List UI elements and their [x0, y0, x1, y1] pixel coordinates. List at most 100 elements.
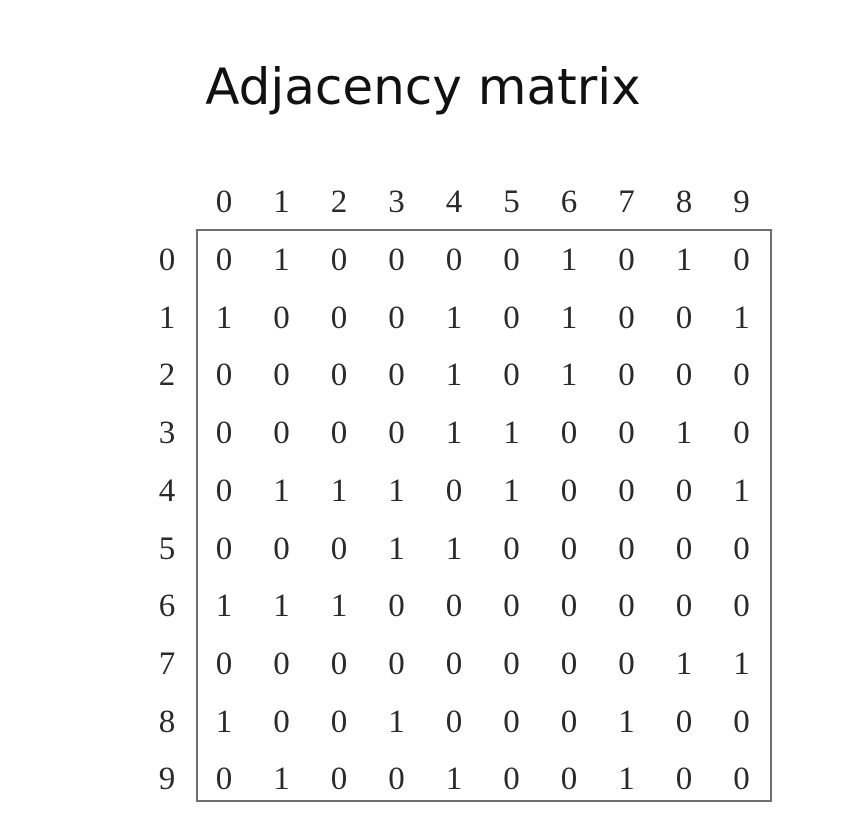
matrix-cell: 0: [618, 588, 635, 625]
matrix-cell: 0: [618, 415, 635, 452]
matrix-cell: 0: [330, 530, 348, 567]
matrix-cell: 1: [445, 530, 463, 567]
matrix-cell: 0: [215, 472, 233, 509]
matrix-cell: 0: [273, 357, 290, 394]
matrix-cell: 0: [445, 645, 463, 682]
column-label: 7: [618, 184, 635, 220]
matrix-cell: 0: [273, 645, 290, 682]
row-label: 5: [158, 530, 176, 567]
matrix-cell: 0: [733, 530, 750, 567]
matrix-frame: [196, 229, 772, 802]
matrix-cell: 0: [733, 357, 750, 394]
matrix-cell: 0: [560, 645, 578, 682]
matrix-cell: 1: [445, 415, 463, 452]
matrix-cell: 0: [388, 242, 405, 278]
matrix-cell: 0: [215, 242, 233, 278]
matrix-cell: 1: [330, 588, 348, 625]
matrix-cell: 1: [273, 242, 290, 278]
matrix-cell: 0: [503, 703, 520, 740]
matrix-cell: 0: [733, 415, 750, 452]
matrix-cell: 0: [445, 242, 463, 278]
matrix-cell: 1: [215, 703, 233, 740]
matrix-cell: 0: [503, 588, 520, 625]
matrix-cell: 1: [273, 761, 290, 798]
matrix-cell: 1: [733, 299, 750, 336]
matrix-cell: 0: [733, 703, 750, 740]
matrix-cell: 0: [330, 415, 348, 452]
matrix-cell: 1: [388, 703, 405, 740]
matrix-cell: 1: [388, 472, 405, 509]
diagram-title: Adjacency matrix: [205, 58, 641, 116]
matrix-cell: 0: [618, 357, 635, 394]
matrix-cell: 0: [388, 299, 405, 336]
matrix-cell: 1: [618, 761, 635, 798]
matrix-cell: 0: [273, 703, 290, 740]
matrix-cell: 0: [503, 299, 520, 336]
column-label: 5: [503, 184, 520, 220]
row-label: 2: [158, 357, 176, 394]
column-label: 0: [215, 184, 233, 220]
matrix-cell: 0: [445, 703, 463, 740]
matrix-cell: 0: [273, 415, 290, 452]
matrix-cell: 0: [618, 242, 635, 278]
row-label: 3: [158, 415, 176, 452]
matrix-cell: 0: [215, 357, 233, 394]
matrix-cell: 0: [388, 357, 405, 394]
matrix-cell: 0: [330, 645, 348, 682]
matrix-cell: 0: [330, 761, 348, 798]
matrix-cell: 0: [273, 530, 290, 567]
matrix-cell: 1: [330, 472, 348, 509]
matrix-cell: 1: [273, 472, 290, 509]
matrix-cell: 1: [445, 357, 463, 394]
matrix-cell: 0: [503, 357, 520, 394]
column-label: 8: [675, 184, 693, 220]
matrix-cell: 0: [330, 703, 348, 740]
matrix-cell: 0: [560, 472, 578, 509]
matrix-cell: 0: [675, 761, 693, 798]
matrix-cell: 1: [388, 530, 405, 567]
row-label: 0: [158, 242, 176, 278]
row-label: 7: [158, 645, 176, 682]
matrix-cell: 0: [445, 588, 463, 625]
matrix-cell: 0: [733, 242, 750, 278]
matrix-cell: 0: [733, 761, 750, 798]
column-label: 2: [330, 184, 348, 220]
matrix-cell: 1: [560, 242, 578, 278]
row-label: 8: [158, 703, 176, 740]
matrix-cell: 0: [560, 588, 578, 625]
matrix-cell: 0: [215, 415, 233, 452]
column-label: 3: [388, 184, 405, 220]
matrix-cell: 1: [560, 357, 578, 394]
matrix-cell: 0: [675, 530, 693, 567]
matrix-cell: 0: [330, 357, 348, 394]
matrix-cell: 0: [560, 703, 578, 740]
matrix-cell: 1: [675, 242, 693, 278]
matrix-cell: 1: [445, 299, 463, 336]
matrix-cell: 0: [273, 299, 290, 336]
matrix-cell: 1: [560, 299, 578, 336]
matrix-cell: 0: [618, 530, 635, 567]
matrix-cell: 0: [675, 588, 693, 625]
matrix-cell: 1: [618, 703, 635, 740]
row-label: 9: [158, 761, 176, 798]
matrix-cell: 0: [733, 588, 750, 625]
matrix-cell: 0: [445, 472, 463, 509]
matrix-cell: 0: [503, 530, 520, 567]
matrix-cell: 0: [388, 761, 405, 798]
matrix-cell: 0: [560, 761, 578, 798]
matrix-cell: 0: [618, 645, 635, 682]
row-label: 6: [158, 588, 176, 625]
matrix-cell: 0: [675, 357, 693, 394]
matrix-cell: 1: [215, 299, 233, 336]
matrix-cell: 0: [215, 530, 233, 567]
column-label: 6: [560, 184, 578, 220]
matrix-cell: 0: [503, 645, 520, 682]
matrix-cell: 0: [560, 415, 578, 452]
matrix-cell: 1: [445, 761, 463, 798]
matrix-cell: 1: [675, 645, 693, 682]
matrix-cell: 0: [503, 242, 520, 278]
matrix-cell: 1: [675, 415, 693, 452]
matrix-cell: 0: [330, 299, 348, 336]
matrix-cell: 0: [330, 242, 348, 278]
